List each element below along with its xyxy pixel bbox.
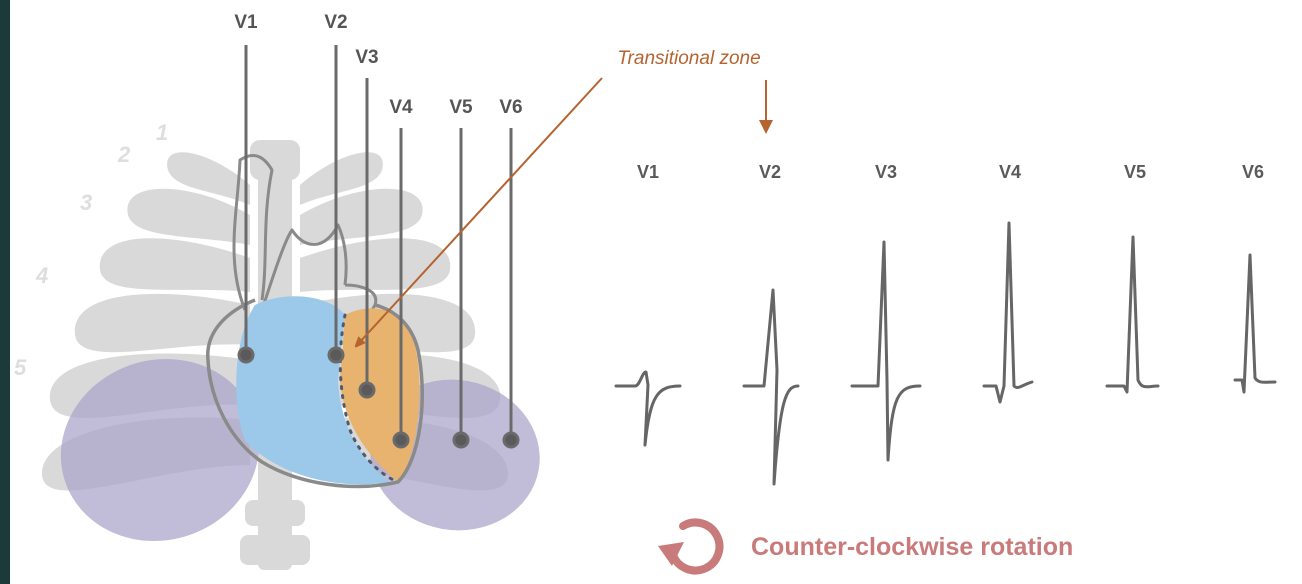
rib-number-1: 1 <box>156 120 168 145</box>
electrode-label-v6: V6 <box>499 97 522 118</box>
transitional-zone-label: Transitional zone <box>617 48 760 69</box>
rib-number-5: 5 <box>14 355 27 380</box>
left-lung <box>60 358 260 542</box>
ecg-label-v1: V1 <box>637 162 659 182</box>
side-bar <box>0 0 10 584</box>
electrode-v4 <box>392 431 410 449</box>
electrode-label-v4: V4 <box>389 97 413 118</box>
ecg-label-v2: V2 <box>759 162 781 182</box>
septum-line <box>338 313 400 484</box>
down-arrow-icon <box>759 80 773 134</box>
electrode-labels: V1 V2 V3 V4 V5 V6 <box>234 12 522 118</box>
electrode-v1 <box>237 346 255 364</box>
electrode-v6 <box>502 431 520 449</box>
ecg-lead-labels: V1 V2 V3 V4 V5 V6 <box>637 162 1264 182</box>
rotation-label: Counter-clockwise rotation <box>751 533 1073 561</box>
rib-number-4: 4 <box>35 263 48 288</box>
ecg-trace-v3 <box>850 240 922 462</box>
ecg-trace-v4 <box>982 221 1034 404</box>
rib-number-2: 2 <box>117 142 131 167</box>
rib-number-3: 3 <box>80 190 92 215</box>
electrode-label-v2: V2 <box>324 12 347 33</box>
ecg-label-v6: V6 <box>1242 162 1264 182</box>
right-ventricle <box>236 296 390 485</box>
electrode-v5 <box>452 431 470 449</box>
ecg-trace-v2 <box>742 288 800 486</box>
electrode-label-v1: V1 <box>234 12 258 33</box>
electrode-leads <box>237 45 520 449</box>
ecg-label-v3: V3 <box>875 162 897 182</box>
electrode-label-v5: V5 <box>449 97 473 118</box>
electrode-v2 <box>327 346 345 364</box>
electrode-label-v3: V3 <box>355 47 378 68</box>
ecg-trace-v6 <box>1233 253 1277 394</box>
electrode-v3 <box>358 381 376 399</box>
ecg-trace-v1 <box>614 370 682 447</box>
ecg-trace-v5 <box>1105 235 1160 394</box>
counter-clockwise-arrow-icon <box>658 518 724 575</box>
ecg-label-v5: V5 <box>1124 162 1146 182</box>
transitional-zone-arrow <box>358 77 603 344</box>
rib-numbers: 1 2 3 4 5 <box>14 120 168 380</box>
ecg-waveforms <box>614 221 1277 486</box>
ecg-label-v4: V4 <box>999 162 1021 182</box>
